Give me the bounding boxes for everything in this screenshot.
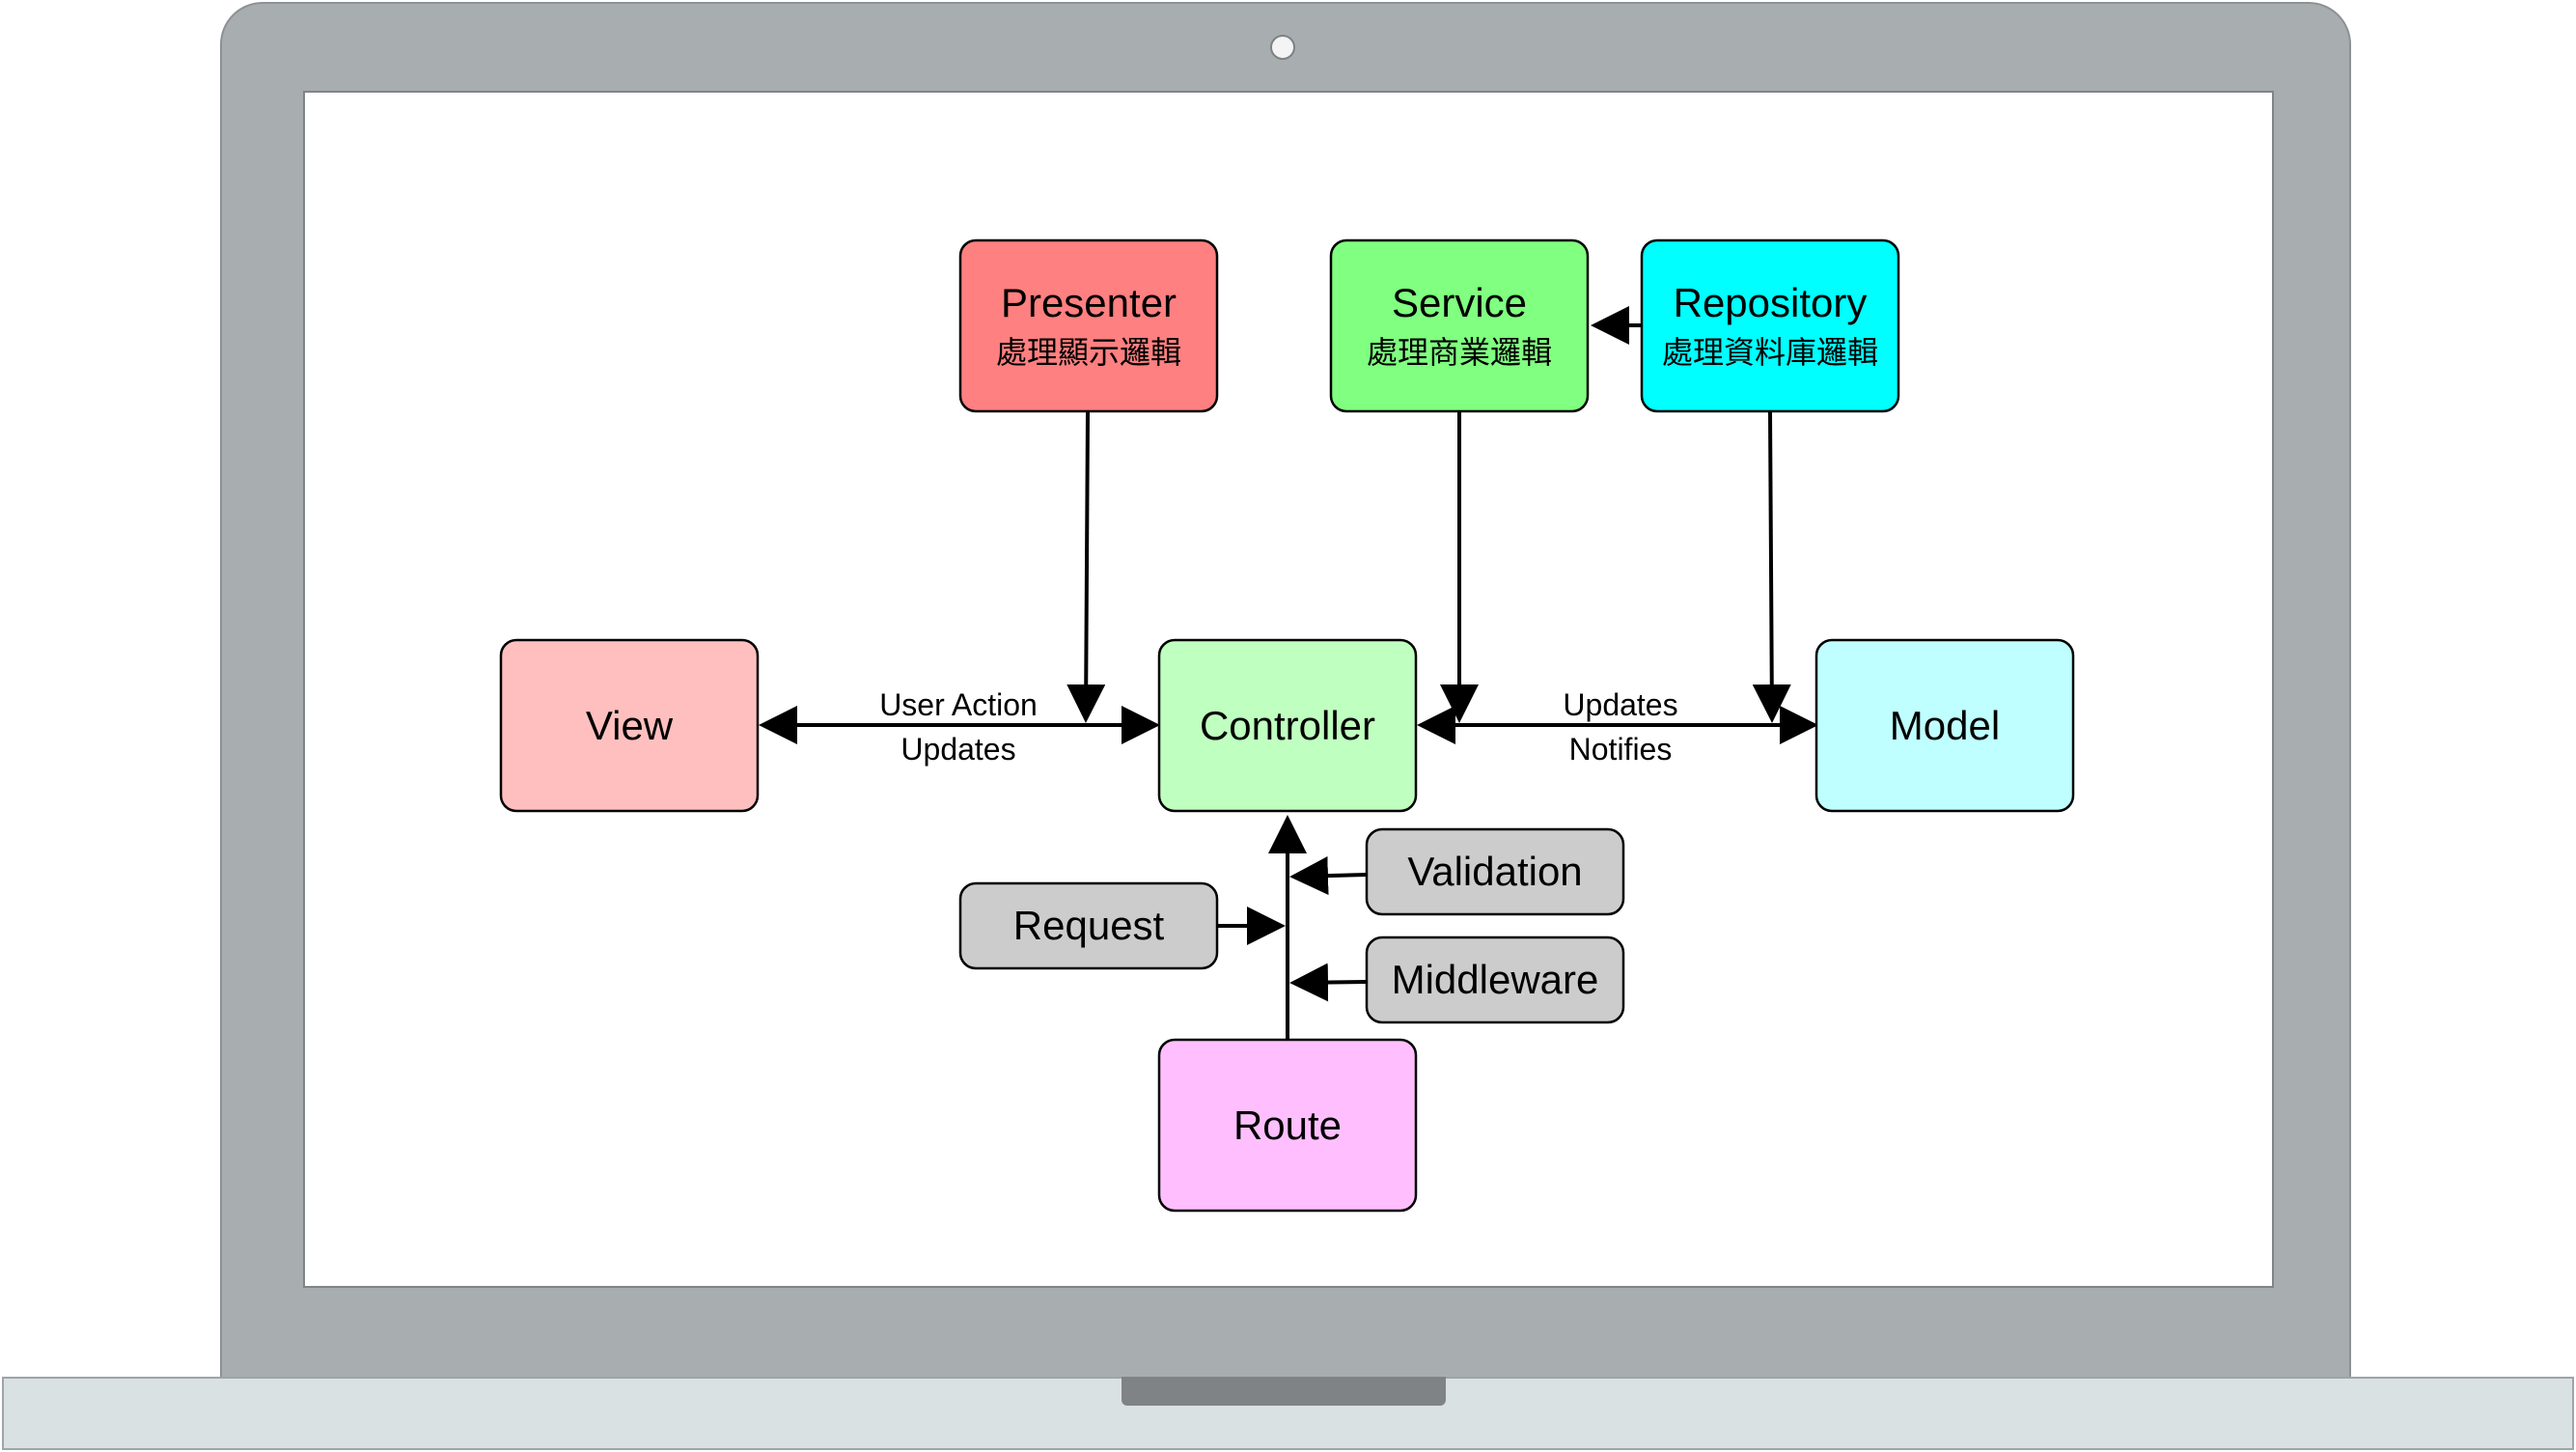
node-repository: Repository 處理資料庫邏輯 bbox=[1640, 238, 1900, 413]
middleware-title: Middleware bbox=[1392, 957, 1599, 1002]
route-box bbox=[1157, 1038, 1418, 1213]
request-title: Request bbox=[1013, 903, 1165, 948]
service-title: Service bbox=[1392, 280, 1527, 325]
middleware-box bbox=[1365, 935, 1625, 1024]
presenter-to-controller-arrow bbox=[1066, 411, 1106, 723]
controller-title: Controller bbox=[1200, 703, 1375, 748]
repository-to-model-arrow bbox=[1752, 411, 1791, 723]
node-view: View bbox=[499, 638, 760, 813]
node-controller: Controller bbox=[1157, 638, 1418, 813]
edge-label-user-action: User Action bbox=[879, 687, 1038, 722]
model-title: Model bbox=[1890, 703, 2000, 748]
presenter-subtitle: 處理顯示邏輯 bbox=[996, 335, 1181, 370]
validation-title: Validation bbox=[1407, 849, 1582, 894]
middleware-to-pipeline-arrow bbox=[1289, 963, 1368, 1002]
edge-label-view-updates: Updates bbox=[900, 732, 1015, 767]
camera-icon bbox=[1270, 35, 1295, 60]
edge-label-notifies: Notifies bbox=[1569, 732, 1673, 767]
route-title: Route bbox=[1233, 1103, 1342, 1148]
presenter-title: Presenter bbox=[1001, 280, 1177, 325]
presenter-box bbox=[958, 238, 1219, 413]
repository-title: Repository bbox=[1674, 280, 1868, 325]
validation-to-pipeline-arrow bbox=[1289, 856, 1368, 896]
connectors bbox=[759, 306, 1818, 1039]
node-presenter: Presenter 處理顯示邏輯 bbox=[958, 238, 1219, 413]
node-route: Route bbox=[1157, 1038, 1418, 1213]
request-box bbox=[958, 881, 1219, 970]
node-validation: Validation bbox=[1365, 827, 1625, 916]
repository-subtitle: 處理資料庫邏輯 bbox=[1662, 335, 1878, 370]
model-box bbox=[1814, 638, 2075, 813]
repository-box bbox=[1640, 238, 1900, 413]
service-subtitle: 處理商業邏輯 bbox=[1367, 335, 1552, 370]
controller-box bbox=[1157, 638, 1418, 813]
edge-label-model-updates: Updates bbox=[1563, 687, 1677, 722]
service-box bbox=[1329, 238, 1590, 413]
laptop-notch bbox=[1122, 1377, 1446, 1406]
node-middleware: Middleware bbox=[1365, 935, 1625, 1024]
view-box bbox=[499, 638, 760, 813]
node-model: Model bbox=[1814, 638, 2075, 813]
validation-box bbox=[1365, 827, 1625, 916]
view-title: View bbox=[586, 703, 674, 748]
node-service: Service 處理商業邏輯 bbox=[1329, 238, 1590, 413]
node-request: Request bbox=[958, 881, 1219, 970]
